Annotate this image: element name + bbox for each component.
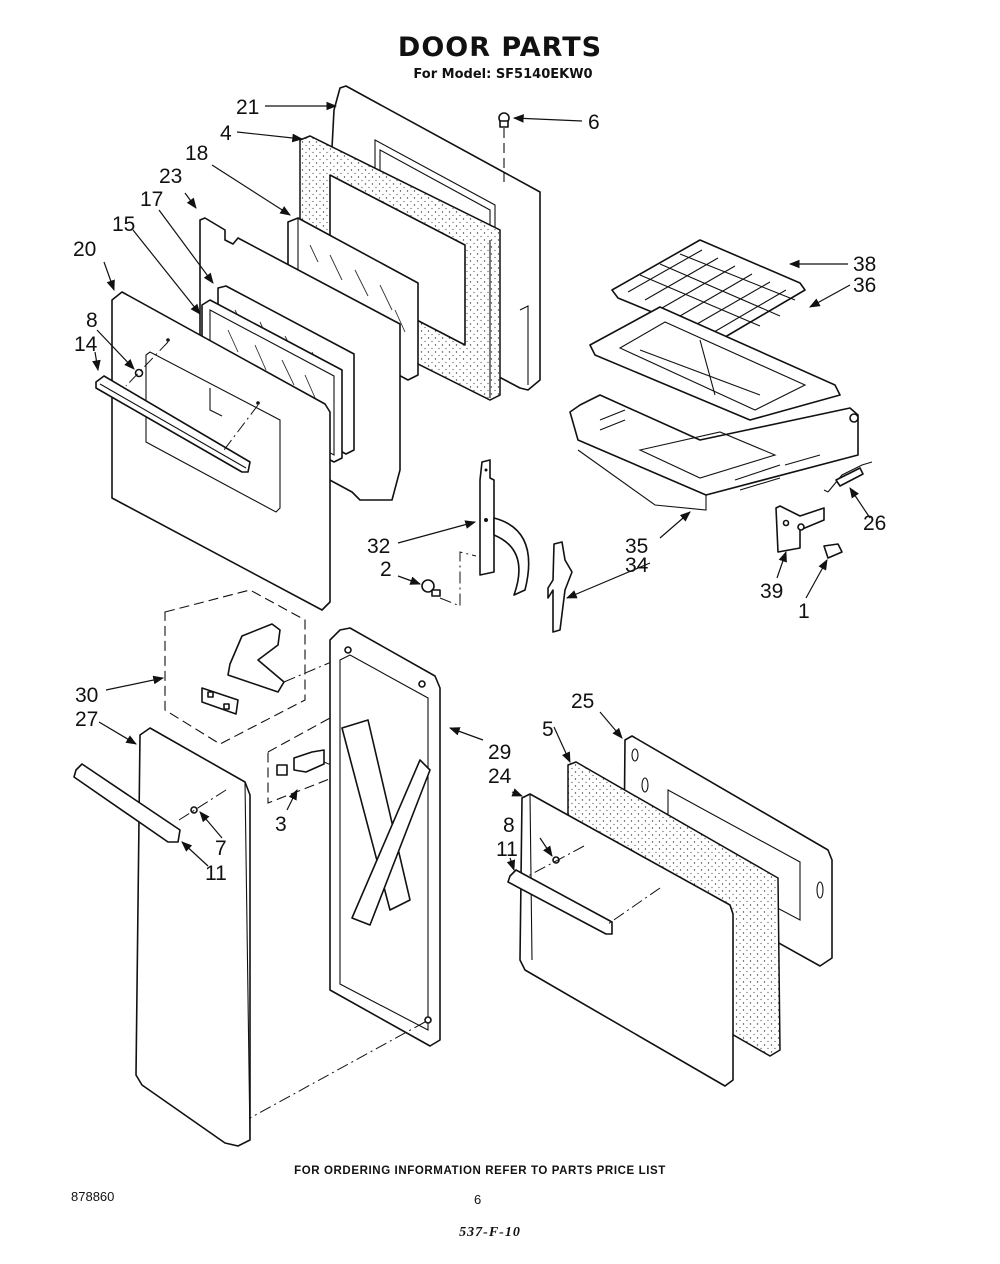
callout-1: 1 bbox=[798, 600, 810, 623]
part-32-door-hinge bbox=[479, 459, 530, 596]
part-11-side-handle bbox=[73, 763, 181, 843]
handwritten-stamp: 537-F-10 bbox=[459, 1225, 521, 1240]
callout-11-drawer: 11 bbox=[496, 838, 518, 861]
callout-39: 39 bbox=[760, 580, 783, 603]
callout-27: 27 bbox=[75, 708, 98, 731]
part-36-broiler-pan bbox=[589, 306, 841, 421]
callout-5: 5 bbox=[542, 718, 554, 741]
part-26-spring bbox=[823, 461, 873, 493]
callout-8-upper: 8 bbox=[86, 309, 98, 332]
model-subtitle: For Model: SF5140EKW0 bbox=[413, 67, 593, 82]
callout-6: 6 bbox=[588, 111, 600, 134]
page-title: DOOR PARTS bbox=[397, 32, 603, 63]
part-29-door-liner-frame bbox=[249, 627, 441, 1119]
part-1-screw bbox=[823, 543, 843, 559]
callout-8-lower: 8 bbox=[503, 814, 515, 837]
callout-11-side: 11 bbox=[205, 862, 227, 885]
callout-34: 34 bbox=[625, 554, 649, 577]
part-30-hinge-kit bbox=[164, 589, 356, 745]
part-34-hinge-receiver bbox=[547, 541, 573, 633]
callout-25: 25 bbox=[571, 690, 594, 713]
callout-2: 2 bbox=[380, 558, 392, 581]
part-7-washer bbox=[190, 806, 198, 814]
callout-18: 18 bbox=[185, 142, 208, 165]
callout-3: 3 bbox=[275, 813, 287, 836]
callout-30: 30 bbox=[75, 684, 98, 707]
callout-21: 21 bbox=[236, 96, 259, 119]
part-39-bracket bbox=[775, 505, 825, 553]
part-14-oven-handle bbox=[95, 375, 251, 473]
callout-35: 35 bbox=[625, 535, 648, 558]
callout-leaders bbox=[92, 101, 871, 872]
document-number: 878860 bbox=[71, 1189, 115, 1204]
part-27-side-door-panel bbox=[135, 727, 251, 1147]
part-6-nut bbox=[498, 112, 510, 182]
page-number: 6 bbox=[474, 1192, 482, 1207]
part-24-drawer-front-panel bbox=[519, 793, 734, 1087]
part-11-drawer-handle bbox=[507, 869, 613, 935]
callout-23: 23 bbox=[159, 165, 182, 188]
callout-7: 7 bbox=[215, 837, 227, 860]
part-2-hinge-screw bbox=[421, 551, 477, 607]
callout-26: 26 bbox=[863, 512, 886, 535]
callout-24: 24 bbox=[488, 765, 512, 788]
callout-29: 29 bbox=[488, 741, 511, 764]
callout-20: 20 bbox=[73, 238, 96, 261]
callout-14: 14 bbox=[74, 333, 98, 356]
callout-36: 36 bbox=[853, 274, 876, 297]
callout-15: 15 bbox=[112, 213, 135, 236]
callout-17: 17 bbox=[140, 188, 163, 211]
callout-32: 32 bbox=[367, 535, 390, 558]
part-35-broiler-drawer bbox=[569, 394, 859, 511]
ordering-note: FOR ORDERING INFORMATION REFER TO PARTS … bbox=[294, 1165, 666, 1177]
callout-4: 4 bbox=[220, 122, 232, 145]
callout-38: 38 bbox=[853, 253, 876, 276]
